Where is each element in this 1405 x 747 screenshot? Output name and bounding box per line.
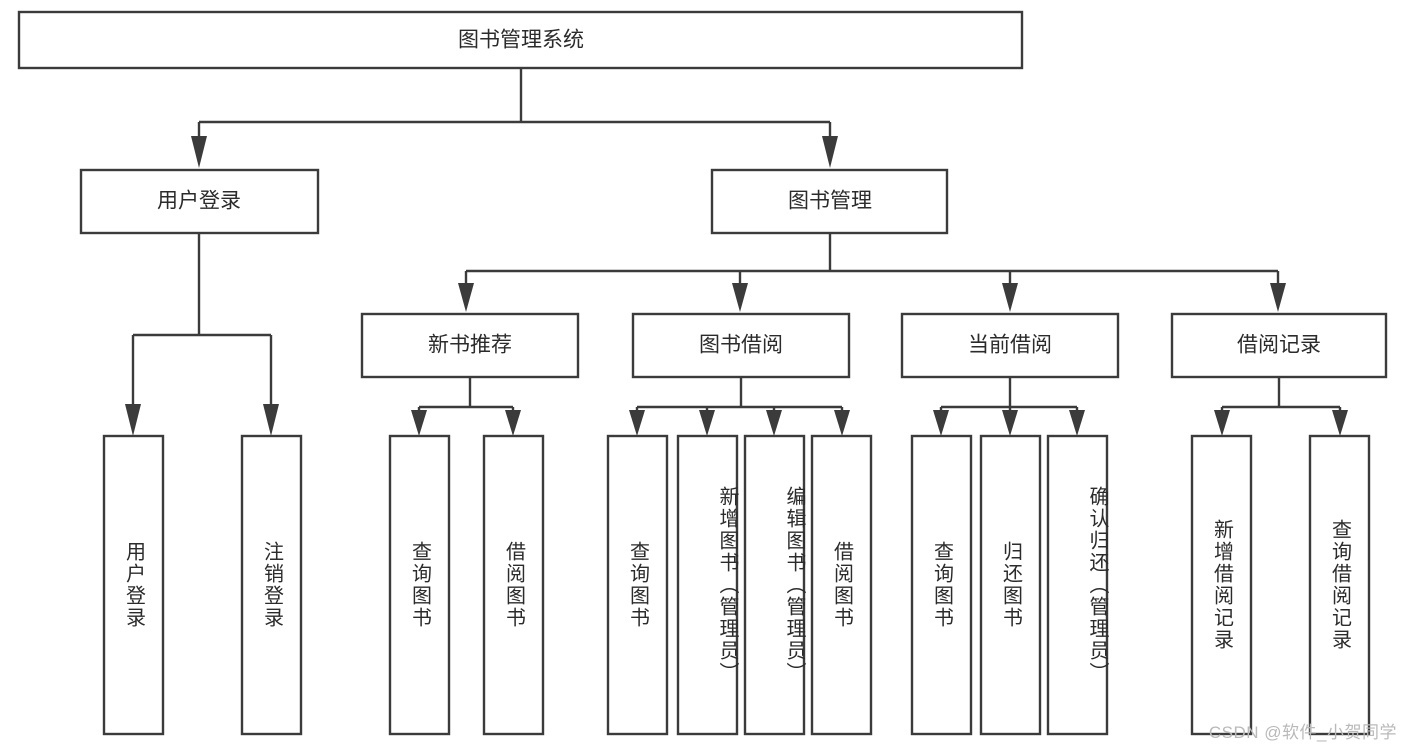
node-book-management[interactable] bbox=[710, 168, 949, 235]
node-current-borrow[interactable] bbox=[900, 312, 1120, 379]
leaf-box-return-books[interactable] bbox=[979, 434, 1042, 736]
arrowhead-borrowrecords-leaf-2 bbox=[1332, 410, 1348, 436]
leaf-box-add-borrow-record[interactable] bbox=[1190, 434, 1253, 736]
node-user-login-label: 用户登录 bbox=[157, 190, 241, 213]
node-root-system[interactable] bbox=[17, 10, 1024, 70]
leaf-box-edit-book-admin[interactable] bbox=[743, 434, 806, 736]
arrowhead-login-leaf-1 bbox=[125, 404, 141, 436]
arrowhead-currentborrow-leaf-3 bbox=[1069, 410, 1085, 436]
node-book-management-label: 图书管理 bbox=[788, 190, 872, 213]
arrowhead-currentborrow-leaf-2 bbox=[1002, 410, 1018, 436]
arrowhead-newbooks-leaf-1 bbox=[411, 410, 427, 436]
node-book-borrow-label: 图书借阅 bbox=[699, 334, 783, 357]
leaf-box-logout[interactable] bbox=[240, 434, 303, 736]
node-borrow-records[interactable] bbox=[1170, 312, 1388, 379]
arrowhead-bookborrow-leaf-1 bbox=[629, 410, 645, 436]
leaf-box-query-books-borrow[interactable] bbox=[606, 434, 669, 736]
node-new-book-recommend-label: 新书推荐 bbox=[428, 334, 512, 357]
arrowhead-bookborrow-leaf-4 bbox=[834, 410, 850, 436]
leaf-box-confirm-return-admin[interactable] bbox=[1046, 434, 1109, 736]
arrowhead-borrowrecords-leaf-1 bbox=[1214, 410, 1230, 436]
arrowhead-to-new-books bbox=[458, 283, 474, 312]
leaf-box-user-login[interactable] bbox=[102, 434, 165, 736]
leaf-box-borrow-books-newrec[interactable] bbox=[482, 434, 545, 736]
arrowhead-to-current-borrow bbox=[1002, 283, 1018, 312]
arrowhead-root-to-bookmgmt bbox=[822, 136, 838, 168]
arrowhead-currentborrow-leaf-1 bbox=[933, 410, 949, 436]
arrowhead-to-borrow-records bbox=[1270, 283, 1286, 312]
arrowhead-bookborrow-leaf-2 bbox=[699, 410, 715, 436]
leaf-box-query-books-newrec[interactable] bbox=[388, 434, 451, 736]
node-new-book-recommend[interactable] bbox=[360, 312, 580, 379]
node-book-borrow[interactable] bbox=[631, 312, 851, 379]
arrowhead-to-book-borrow bbox=[732, 283, 748, 312]
arrowhead-newbooks-leaf-2 bbox=[505, 410, 521, 436]
leaf-box-query-books-current[interactable] bbox=[910, 434, 973, 736]
node-borrow-records-label: 借阅记录 bbox=[1237, 334, 1321, 357]
arrowhead-login-leaf-2 bbox=[263, 404, 279, 436]
csdn-watermark: CSDN @软件_小贺同学 bbox=[1208, 723, 1397, 742]
node-current-borrow-label: 当前借阅 bbox=[968, 334, 1052, 357]
leaf-box-borrow-books[interactable] bbox=[810, 434, 873, 736]
leaf-box-query-borrow-record[interactable] bbox=[1308, 434, 1371, 736]
arrowhead-root-to-login bbox=[191, 136, 207, 168]
node-root-system-label: 图书管理系统 bbox=[458, 29, 584, 52]
leaf-box-add-book-admin[interactable] bbox=[676, 434, 739, 736]
arrowhead-bookborrow-leaf-3 bbox=[766, 410, 782, 436]
